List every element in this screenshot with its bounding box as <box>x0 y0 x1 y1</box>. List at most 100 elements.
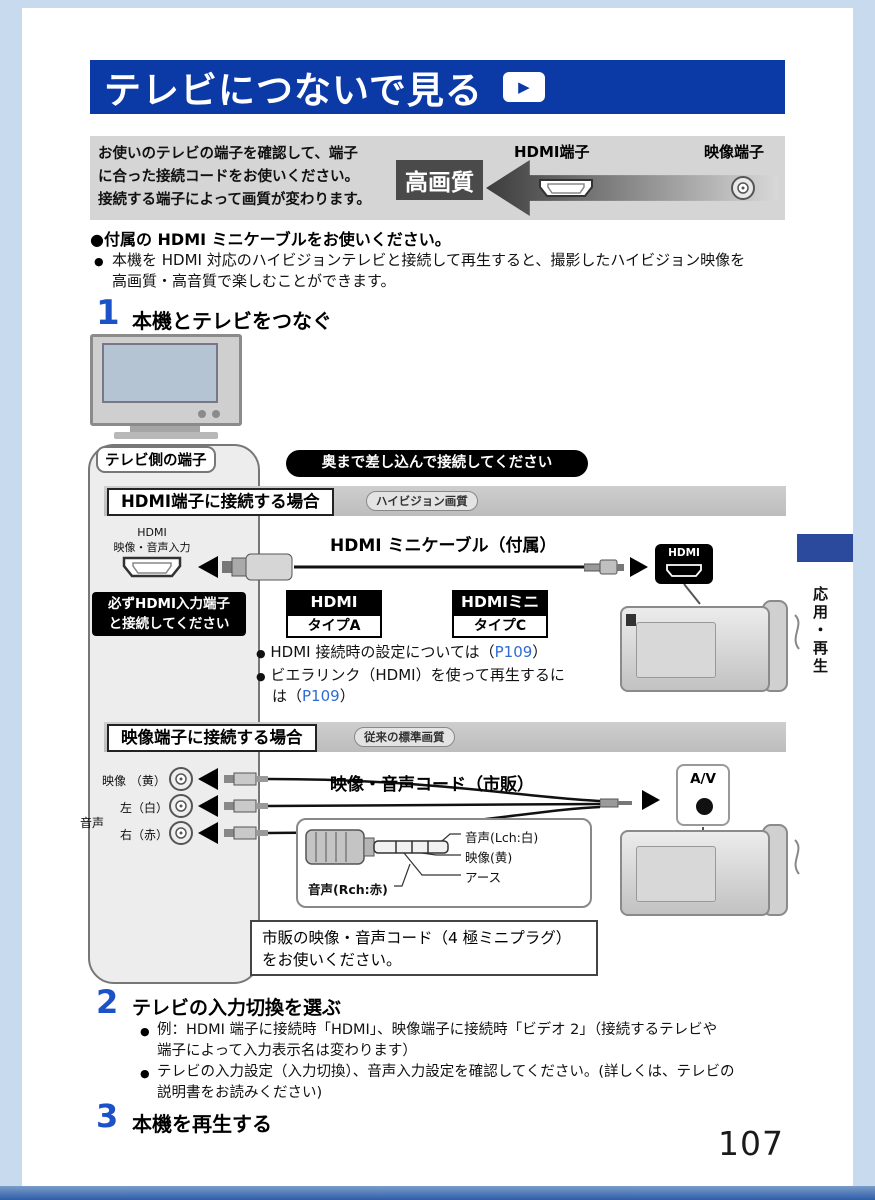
page-title: テレビにつないで見る <box>104 69 483 112</box>
plug-type-c-name: HDMIミニ <box>452 590 548 614</box>
hdmi-mini-connector-icon <box>666 564 702 577</box>
camcorder-screen <box>636 846 716 902</box>
hdmi-input-connector-icon <box>122 556 182 578</box>
hdmi-note-2-close: ） <box>339 687 355 705</box>
page-link-p109[interactable]: P109 <box>494 643 533 661</box>
plug-type-a-name: HDMI <box>286 590 382 614</box>
camcorder-illustration-hdmi <box>610 592 795 700</box>
rca-jack-video-icon <box>169 767 193 791</box>
four-pole-plug-icon <box>305 829 461 887</box>
hdmi-note-2-line2: は（P109） <box>272 686 355 707</box>
rca-plug-icon <box>224 826 268 840</box>
rca-jack-right-icon <box>169 821 193 845</box>
camcorder-screen <box>636 622 716 678</box>
av-cable-label: 映像・音声コード（市販） <box>330 775 534 795</box>
step1-number: 1 <box>96 293 120 333</box>
chapter-tab-label: 応用・再生 <box>811 586 829 676</box>
tv-button <box>198 410 206 418</box>
camcorder-illustration-av <box>610 818 795 923</box>
av-port-label: A/V <box>690 771 716 787</box>
quality-label: 高画質 <box>396 160 483 200</box>
intro-text: お使いのテレビの端子を確認して、端子 に合った接続コードをお使いください。 接続… <box>98 143 398 212</box>
jack-audio-group-label: 音声 <box>80 816 105 830</box>
hdmi-cable-note: ●付属の HDMI ミニケーブルをお使いください。 <box>90 230 451 249</box>
chapter-tab-marker <box>797 534 853 562</box>
bullet-icon: ● <box>140 1067 150 1080</box>
plug-type-a-type: タイプA <box>286 614 382 638</box>
step2-note2-line2: 説明書をお読みください) <box>157 1085 323 1101</box>
step3-title: 本機を再生する <box>132 1112 272 1136</box>
arrow-left-icon <box>198 795 218 817</box>
hdmi-connector-icon <box>539 179 593 197</box>
playback-mode-icon: ▶ <box>502 72 545 102</box>
jack-right-label: 右（赤） <box>120 828 169 842</box>
step2-title: テレビの入力切換を選ぶ <box>132 997 342 1019</box>
jack-video-label: 映像 （黄） <box>102 774 166 788</box>
hdmi-warning-line1: 必ずHDMI入力端子 <box>108 596 230 612</box>
rca-plug-icon <box>224 799 268 813</box>
bullet-icon: ● <box>256 647 266 660</box>
step3-number: 3 <box>96 1097 119 1135</box>
bullet-icon: ● <box>94 255 104 268</box>
intro-line-1: お使いのテレビの端子を確認して、端子 <box>98 146 358 162</box>
pin-audio-lch-label: 音声(Lch:白) <box>465 830 539 845</box>
hdmi-input-label-2: 映像・音声入力 <box>113 541 191 554</box>
hdmi-note-1-close: ） <box>532 643 548 661</box>
hdmi-section-title: HDMI端子に接続する場合 <box>107 488 334 516</box>
hdmi-warning-line2: と接続してください <box>108 616 230 632</box>
page-link-p109[interactable]: P109 <box>302 687 340 705</box>
rca-jack-left-icon <box>169 794 193 818</box>
intro-line-3: 接続する端子によって画質が変わります。 <box>98 192 371 208</box>
av-cable-note-line2: をお使いください。 <box>262 951 402 969</box>
av-port-jack-icon <box>696 798 713 815</box>
hdmi-cable-label: HDMI ミニケーブル（付属） <box>330 536 557 556</box>
pin-ground-label: アース <box>465 870 502 885</box>
jack-left-label: 左（白） <box>120 801 169 815</box>
hd-playback-note-line2: 高画質・高音質で楽しむことができます。 <box>112 272 396 290</box>
page-bottom-band <box>0 1186 875 1200</box>
av-section-title: 映像端子に接続する場合 <box>107 724 317 752</box>
hdmi-input-label-1: HDMI <box>137 526 167 539</box>
pin-video-label: 映像(黄) <box>465 850 513 865</box>
tv-stand-neck <box>130 426 200 432</box>
hdmi-warning-box: 必ずHDMI入力端子 と接続してください <box>92 592 246 636</box>
arrow-left-icon <box>198 822 218 844</box>
av-mini-plug-icon <box>600 798 632 808</box>
insert-fully-note: 奥まで差し込んで接続してください <box>286 450 588 477</box>
page-header: テレビにつないで見る ▶ <box>90 60 785 114</box>
arrow-right-icon <box>642 790 660 810</box>
step2-number: 2 <box>96 983 119 1021</box>
hdmi-port-icon: HDMI <box>655 544 713 584</box>
hdmi-port-label: HDMI <box>668 547 700 559</box>
hdmi-note-2-cont: は（ <box>272 687 303 705</box>
tv-terminals-label: テレビ側の端子 <box>96 446 216 473</box>
rca-connector-icon <box>731 176 755 200</box>
av-cable-note-line1: 市販の映像・音声コード（4 極ミニプラグ） <box>262 929 572 947</box>
tv-terminals-frame <box>88 444 260 984</box>
tv-button <box>212 410 220 418</box>
av-port-box: A/V <box>676 764 730 826</box>
tv-stand-base <box>114 432 218 439</box>
intro-panel: お使いのテレビの端子を確認して、端子 に合った接続コードをお使いください。 接続… <box>90 136 785 220</box>
video-terminal-label: 映像端子 <box>704 143 765 161</box>
av-section-bar: 映像端子に接続する場合 従来の標準画質 <box>104 722 786 752</box>
plug-type-c-type: タイプC <box>452 614 548 638</box>
step2-note1-line1: 例：HDMI 端子に接続時「HDMI」、映像端子に接続時「ビデオ 2」（接続する… <box>157 1022 718 1038</box>
hdmi-plug-a-icon <box>222 553 293 581</box>
page-number: 107 <box>718 1124 784 1163</box>
arrow-left-icon <box>198 768 218 790</box>
camcorder-hdmi-port <box>626 614 636 626</box>
step2-note2-line1: テレビの入力設定（入力切換）、音声入力設定を確認してください。(詳しくは、テレビ… <box>157 1064 735 1080</box>
tv-screen <box>102 343 218 403</box>
rca-plug-icon <box>224 772 268 786</box>
hdmi-note-1-text: HDMI 接続時の設定については（ <box>270 643 495 661</box>
hdmi-note-1: ● HDMI 接続時の設定については（P109） <box>256 642 547 664</box>
hdmi-quality-badge: ハイビジョン画質 <box>366 491 478 511</box>
bullet-icon: ● <box>140 1025 150 1038</box>
arrow-right-icon <box>630 557 648 577</box>
hdmi-terminal-label: HDMI端子 <box>514 143 590 161</box>
hdmi-section-bar: HDMI端子に接続する場合 ハイビジョン画質 <box>104 486 786 516</box>
intro-line-2: に合った接続コードをお使いください。 <box>98 169 359 185</box>
pin-audio-rch-label: 音声(Rch:赤) <box>308 882 388 897</box>
